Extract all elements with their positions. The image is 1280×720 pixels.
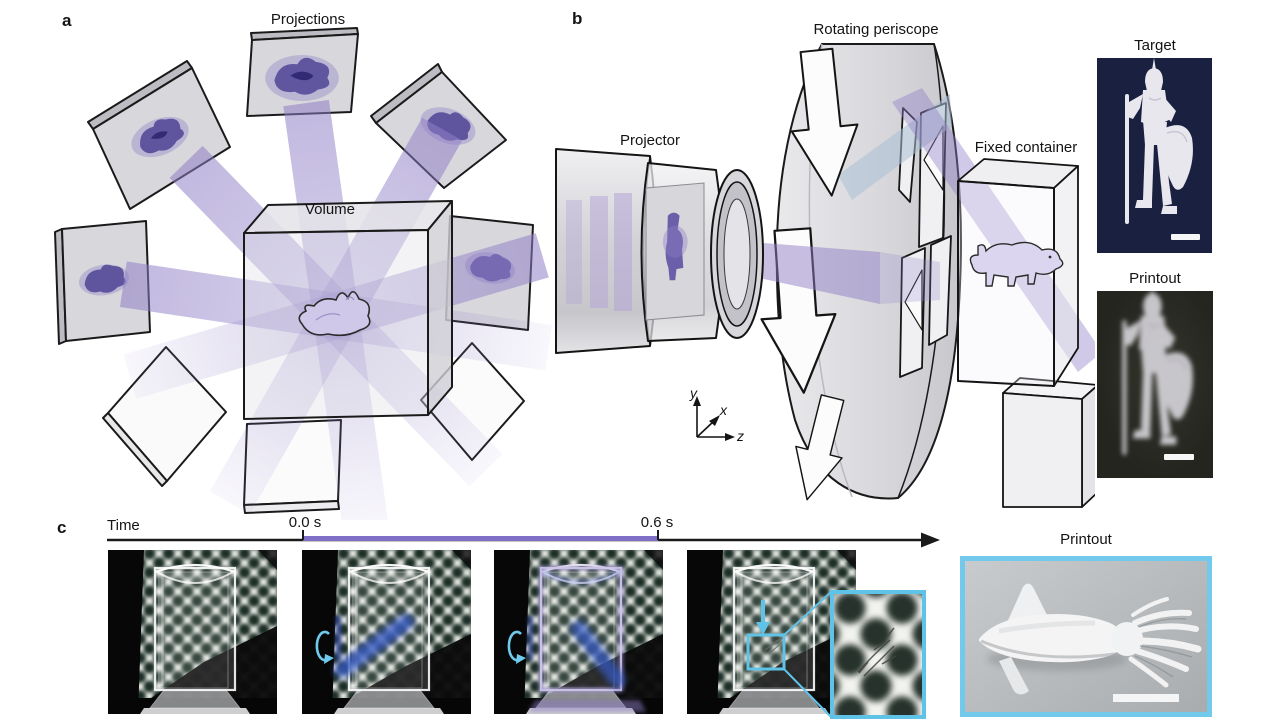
printout-knight-label: Printout [1129, 270, 1181, 287]
highlight-box [746, 633, 786, 671]
timeline-arrowhead [921, 532, 940, 548]
printout-squid-photo [960, 556, 1212, 717]
target-photo [1097, 58, 1212, 253]
squid-figure [979, 583, 1202, 695]
target-scale-bar [1171, 234, 1200, 240]
container-label: Fixed container [974, 139, 1078, 156]
printout-squid-scale-bar [1113, 694, 1179, 702]
printed-squid-sketch [857, 627, 897, 677]
laser-beam-streak [570, 620, 626, 688]
knight-printout-figure [1121, 291, 1194, 456]
volume-label: Volume [304, 201, 356, 218]
printout-knight-photo [1097, 291, 1213, 478]
projector-beam-inside-drum [880, 252, 940, 304]
time-label: Time [107, 517, 140, 534]
axis-z-label: z [737, 428, 744, 444]
panel-b-diagram [555, 43, 1095, 508]
exposure-interval-bar [303, 536, 658, 541]
projector-beam [750, 242, 880, 304]
stray-blue-glow [528, 616, 533, 660]
panel-c-letter: c [57, 518, 67, 537]
panel-a-diagram [54, 27, 553, 520]
stray-blue-glow [336, 616, 341, 660]
projections-label: Projections [270, 11, 346, 28]
cuvette-frame-1 [108, 550, 277, 714]
cured-resin-glow [539, 566, 623, 692]
timeline [107, 530, 940, 548]
lens-ring-inner [723, 198, 751, 310]
laser-beam-streak [334, 613, 414, 679]
panel-a-letter: a [62, 11, 72, 30]
coordinate-axes [693, 396, 735, 441]
bunny-model [298, 290, 371, 337]
target-label: Target [1134, 37, 1176, 54]
inset-connector-lines [782, 591, 832, 718]
fixed-container-box [957, 158, 1079, 387]
cuvette-frame-3 [494, 550, 663, 714]
printout-knight-scale-bar [1164, 454, 1194, 460]
mirror-beam-blue [838, 94, 952, 200]
projector-device [555, 148, 764, 354]
time-start-label: 0.0 s [288, 514, 322, 531]
pointer-arrow-head [756, 622, 770, 635]
cuvette-frame-4 [687, 550, 856, 714]
axis-x-label: x [720, 402, 727, 418]
projected-image-figure [662, 212, 688, 281]
checker-background-zoom [834, 594, 922, 715]
axis-y-label: y [690, 385, 697, 401]
diagonal-print-beam [892, 88, 1095, 372]
printed-dragon-model [969, 241, 1064, 287]
projector-label: Projector [619, 132, 681, 149]
periscope-label: Rotating periscope [813, 21, 939, 38]
cuvette-frame-2 [302, 550, 471, 714]
printout-squid-label: Printout [1060, 531, 1112, 548]
zoom-inset [830, 590, 926, 719]
base-glow [528, 700, 646, 712]
time-end-label: 0.6 s [640, 514, 674, 531]
container-stand-box [1002, 377, 1095, 508]
knight-target-figure [1124, 58, 1194, 225]
projection-images [78, 55, 515, 296]
panel-b-letter: b [572, 9, 583, 28]
